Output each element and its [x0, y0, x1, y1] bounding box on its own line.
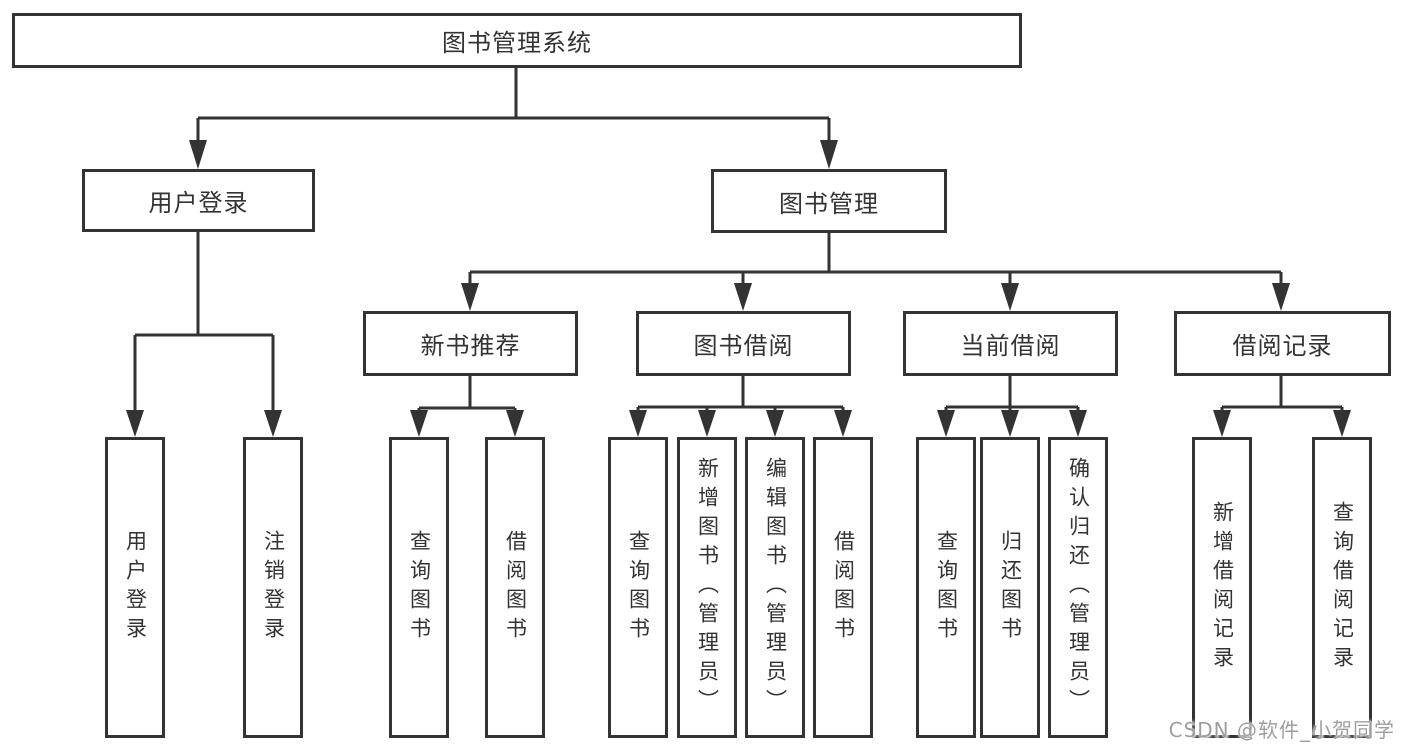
leaf-recommend-borrow-books: 借阅图书 — [485, 437, 545, 738]
leaf-current-query-books-label: 查询图书 — [934, 529, 959, 646]
tree-edges — [133, 68, 1344, 410]
leaf-edit-books-admin-label: 编辑图书（管理员） — [763, 457, 788, 718]
leaf-user-login-label: 用户登录 — [123, 529, 148, 646]
node-current-borrowing: 当前借阅 — [903, 311, 1118, 376]
leaf-borrowing-borrow-books-label: 借阅图书 — [831, 529, 856, 646]
leaf-add-books-admin-label: 新增图书（管理员） — [695, 457, 720, 718]
leaf-borrowing-borrow-books: 借阅图书 — [813, 437, 873, 738]
leaf-confirm-return-admin-label: 确认归还（管理员） — [1066, 457, 1091, 718]
leaf-recommend-borrow-books-label: 借阅图书 — [503, 529, 528, 646]
leaf-borrowing-query-books: 查询图书 — [608, 437, 668, 738]
node-user-login: 用户登录 — [82, 169, 315, 232]
node-book-borrowing: 图书借阅 — [636, 311, 851, 376]
leaf-return-books-label: 归还图书 — [998, 529, 1023, 646]
leaf-current-query-books: 查询图书 — [916, 437, 976, 738]
csdn-watermark: CSDN @软件_小贺同学 — [1168, 718, 1395, 742]
node-borrowing-records: 借阅记录 — [1174, 311, 1391, 376]
leaf-return-books: 归还图书 — [980, 437, 1040, 738]
arrowheads — [126, 140, 1351, 437]
leaf-recommend-query-books-label: 查询图书 — [407, 529, 432, 646]
leaf-edit-books-admin: 编辑图书（管理员） — [745, 437, 805, 738]
leaf-add-books-admin: 新增图书（管理员） — [677, 437, 737, 738]
node-root-library-system: 图书管理系统 — [12, 13, 1022, 68]
leaf-recommend-query-books: 查询图书 — [389, 437, 449, 738]
leaf-confirm-return-admin: 确认归还（管理员） — [1048, 437, 1108, 738]
leaf-user-login: 用户登录 — [105, 437, 165, 738]
leaf-logout: 注销登录 — [243, 437, 303, 738]
leaf-add-borrow-record-label: 新增借阅记录 — [1210, 500, 1235, 675]
leaf-logout-label: 注销登录 — [261, 529, 286, 646]
leaf-query-borrow-record-label: 查询借阅记录 — [1330, 500, 1355, 675]
node-new-book-recommend: 新书推荐 — [363, 311, 578, 376]
leaf-add-borrow-record: 新增借阅记录 — [1192, 437, 1252, 738]
node-book-management: 图书管理 — [711, 169, 947, 233]
leaf-query-borrow-record: 查询借阅记录 — [1312, 437, 1372, 738]
leaf-borrowing-query-books-label: 查询图书 — [626, 529, 651, 646]
